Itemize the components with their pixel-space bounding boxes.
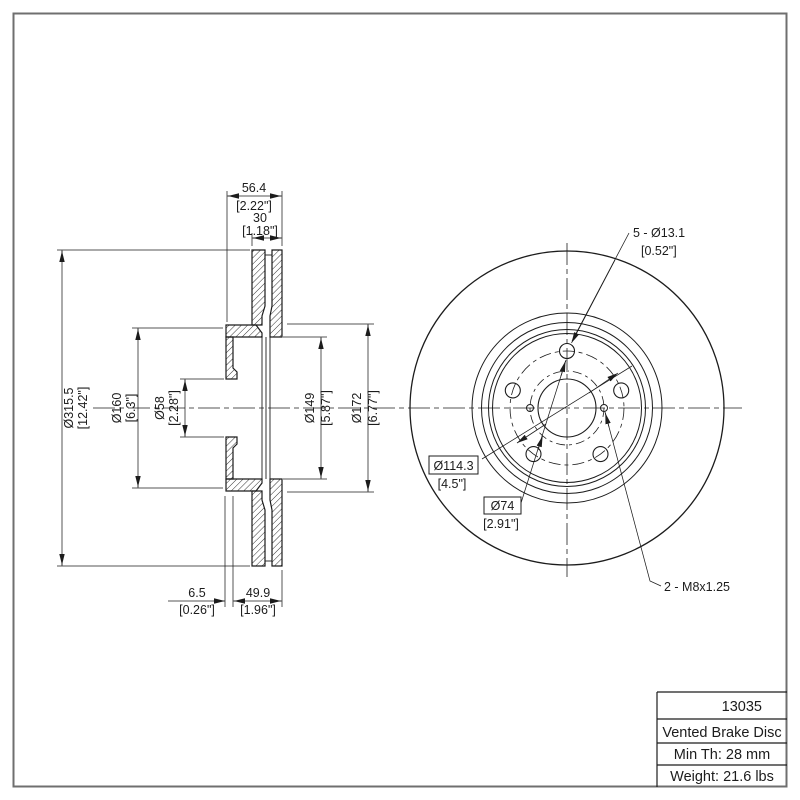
dim-hat-dia-mm: Ø160 [110,393,124,424]
dim-disc-thickness-mm: 30 [253,211,267,225]
dim-face-thickness-mm: 6.5 [188,586,205,600]
hat-wall-bottom [225,478,263,492]
outboard-plate-bottom [251,490,266,567]
section-view: 56.4 [2.22"] 30 [1.18"] Ø315.5 [12.42"] … [57,181,380,617]
dim-ring-inner-dia-mm: Ø172 [350,393,364,424]
bolt-circle-label-box [428,455,479,475]
sheet-border [12,12,788,788]
label-bolt-circle-in: [4.5"] [438,477,467,491]
center-bore-circle [537,378,597,438]
dim-center-bore-mm: Ø58 [153,396,167,420]
outer-diameter-circle [409,250,725,566]
dim-center-bore-in: [2.28"] [167,390,181,426]
label-pilot-circle-mm: Ø74 [491,499,515,513]
front-leader-arrows [516,259,619,451]
inboard-plate-bottom [269,478,283,567]
label-lug-holes-in: [0.52"] [641,244,677,258]
pilot-circle-label-box [483,496,522,515]
extension-lines [57,191,374,607]
label-pilot-circle-in: [2.91"] [483,517,519,531]
dim-disc-thickness-in: [1.18"] [242,224,278,238]
dimension-arrows [59,193,371,604]
label-lug-holes-mm: 5 - Ø13.1 [633,226,685,240]
dim-face-thickness-in: [0.26"] [179,603,215,617]
front-leader-lines [481,232,662,587]
dim-offset-depth-mm: 49.9 [246,586,270,600]
mounting-face-bottom [225,436,238,480]
dim-overall-width-in: [2.22"] [236,199,272,213]
hat-wall-top [225,324,263,338]
pilot-circle [529,370,605,446]
label-bolt-circle-mm: Ø114.3 [433,459,473,473]
dim-ring-inner-dia-in: [6.77"] [366,390,380,426]
disc-circles [409,250,725,566]
section-dimension-labels: 56.4 [2.22"] 30 [1.18"] Ø315.5 [12.42"] … [62,181,380,617]
section-hatched-material [225,249,283,567]
dim-vane-inner-dia-mm: Ø149 [303,393,317,424]
dim-vane-inner-dia-in: [5.87"] [319,390,333,426]
service-holes [526,404,608,412]
centerlines [93,243,742,577]
title-block: 13035 Vented Brake Disc Min Th: 28 mm We… [656,691,787,787]
dim-overall-width-mm: 56.4 [242,181,266,195]
front-view: 5 - Ø13.1 [0.52"] Ø114.3 [4.5"] Ø74 [2.9… [409,226,730,594]
inboard-plate-top [269,249,283,338]
weight: Weight: 21.6 lbs [670,769,774,785]
vent-vane-edges [261,254,272,562]
bolt-circle [509,350,625,466]
dim-offset-depth-in: [1.96"] [240,603,276,617]
label-service-holes: 2 - M8x1.25 [664,580,730,594]
front-view-labels: 5 - Ø13.1 [0.52"] Ø114.3 [4.5"] Ø74 [2.9… [428,226,730,594]
part-name: Vented Brake Disc [662,725,781,741]
part-number: 13035 [722,699,762,715]
dim-outer-dia-in: [12.42"] [76,387,90,430]
lug-holes [504,342,630,463]
dim-outer-dia-mm: Ø315.5 [62,387,76,428]
mounting-face-top [225,336,238,380]
outboard-plate-top [251,249,266,326]
dim-hat-dia-in: [6.3"] [124,394,138,423]
min-thickness: Min Th: 28 mm [674,747,770,763]
